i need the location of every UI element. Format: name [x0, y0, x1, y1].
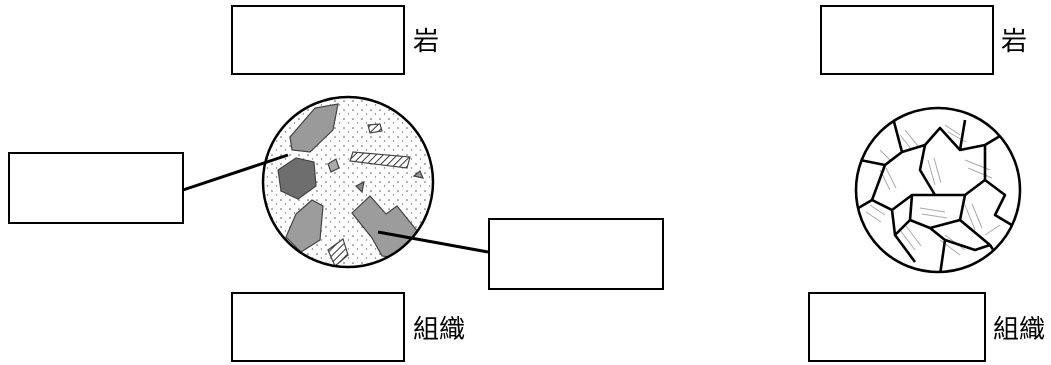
right-texture-circle — [854, 106, 1022, 274]
right-rock-name-box[interactable] — [820, 5, 994, 75]
phenocryst-1 — [289, 103, 339, 153]
left-texture-suffix: 組織 — [413, 315, 466, 345]
phenocryst-4 — [367, 123, 383, 134]
leader-line-groundmass — [182, 153, 289, 192]
right-texture-name-box[interactable] — [808, 292, 986, 362]
phenocryst-2 — [277, 157, 317, 200]
left-texture-circle — [261, 95, 435, 269]
right-rock-suffix: 岩 — [1001, 27, 1028, 57]
phenocryst-9 — [354, 180, 365, 194]
phenocryst-3 — [349, 151, 411, 169]
phenocryst-6 — [285, 199, 324, 253]
right-texture-suffix: 組織 — [993, 315, 1046, 345]
phenocryst-8 — [327, 238, 349, 267]
left-phenocryst-box[interactable] — [488, 218, 664, 290]
leader-line-phenocryst — [377, 230, 489, 254]
left-rock-suffix: 岩 — [413, 27, 440, 57]
left-rock-name-box[interactable] — [231, 5, 405, 75]
phenocryst-5 — [327, 158, 340, 173]
left-groundmass-box[interactable] — [8, 152, 184, 224]
left-texture-name-box[interactable] — [231, 292, 405, 362]
phenocryst-10 — [412, 170, 425, 179]
